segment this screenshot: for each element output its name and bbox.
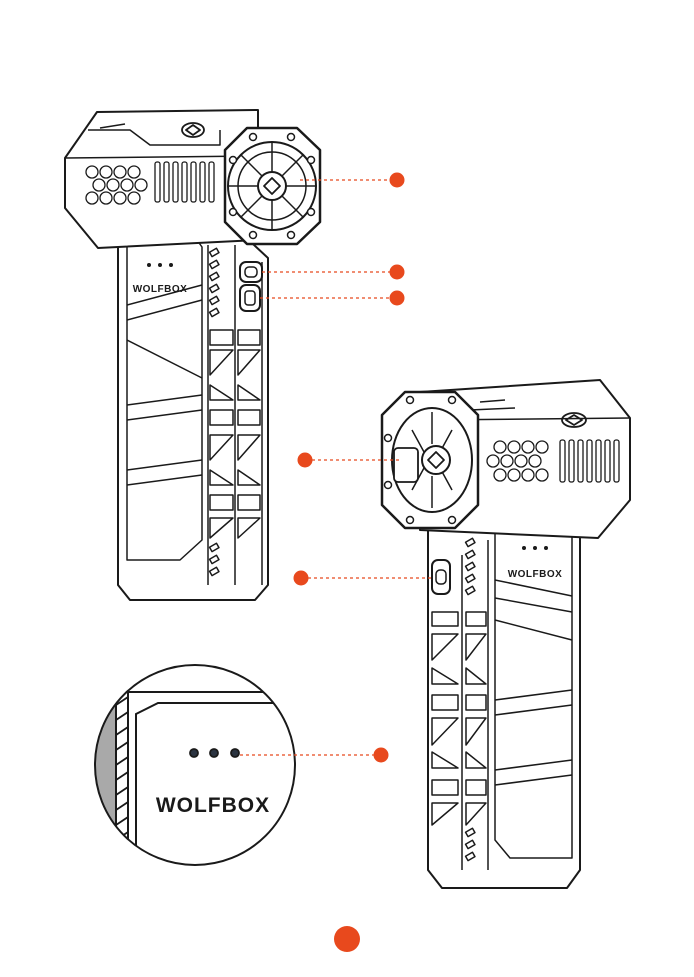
inset-leds xyxy=(190,749,239,757)
front-head-slot-vents xyxy=(155,162,214,202)
inset-shadow-strip xyxy=(90,660,116,870)
side-head-hex-vents xyxy=(487,441,548,481)
side-fan-motor xyxy=(394,448,418,482)
side-led-2 xyxy=(533,546,537,550)
inset-led-2 xyxy=(210,749,218,757)
side-head-slot-vents xyxy=(560,440,619,482)
callout-dot-5 xyxy=(294,571,309,586)
inset-closeup xyxy=(90,660,310,870)
front-device-brand: WOLFBOX xyxy=(133,284,188,295)
front-device xyxy=(65,110,320,600)
callout-dot-4 xyxy=(298,453,313,468)
front-head-hex-vents xyxy=(86,166,147,204)
front-led-2 xyxy=(158,263,162,267)
inset-led-3 xyxy=(231,749,239,757)
side-device-brand: WOLFBOX xyxy=(508,569,563,580)
front-led-1 xyxy=(147,263,151,267)
callout-dot-2 xyxy=(390,265,405,280)
callout-dot-1 xyxy=(390,173,405,188)
side-led-3 xyxy=(544,546,548,550)
front-led-3 xyxy=(169,263,173,267)
side-led-1 xyxy=(522,546,526,550)
page-number-marker xyxy=(334,926,360,952)
callout-dot-3 xyxy=(390,291,405,306)
inset-brand: WOLFBOX xyxy=(156,794,270,817)
callout-dot-6 xyxy=(374,748,389,763)
inset-led-1 xyxy=(190,749,198,757)
side-device xyxy=(382,380,630,888)
inset-panel xyxy=(136,703,310,870)
